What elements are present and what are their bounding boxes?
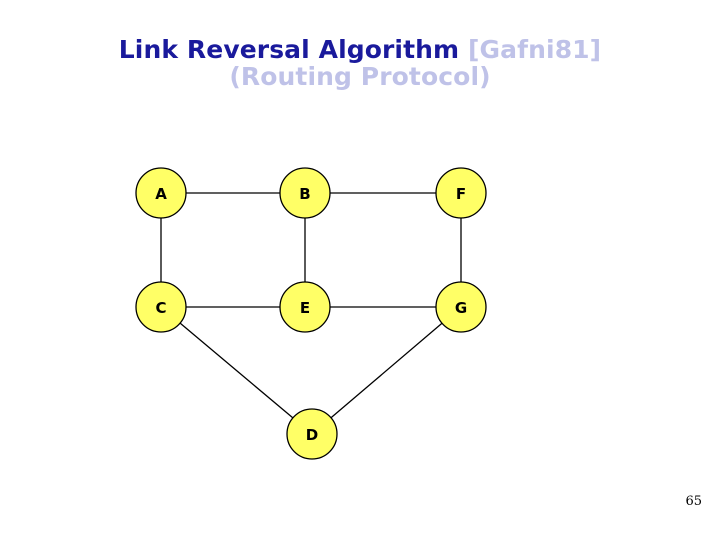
node-circle-f[interactable] (435, 167, 487, 219)
edge-layer (160, 192, 462, 420)
node-label-a: A (155, 185, 167, 203)
node-layer: A B F C E G D (135, 167, 487, 460)
slide-title: Link Reversal Algorithm [Gafni81] (Routi… (0, 36, 720, 90)
node-circle-c[interactable] (135, 281, 187, 333)
node-circle-a[interactable] (135, 167, 187, 219)
node-label-g: G (455, 299, 467, 317)
node-circle-b[interactable] (279, 167, 331, 219)
title-line-1: Link Reversal Algorithm [Gafni81] (0, 36, 720, 63)
graph-node-c[interactable]: C (135, 281, 187, 333)
node-label-d: D (306, 426, 318, 444)
node-label-b: B (299, 185, 310, 203)
graph-node-f[interactable]: F (435, 167, 487, 219)
graph-node-e[interactable]: E (279, 281, 331, 333)
graph-node-a[interactable]: A (135, 167, 187, 219)
page-subtitle: (Routing Protocol) (229, 62, 491, 91)
page-title: Link Reversal Algorithm (118, 35, 460, 64)
title-line-2: (Routing Protocol) (0, 63, 720, 90)
node-label-c: C (155, 299, 166, 317)
node-label-f: F (456, 185, 466, 203)
node-label-e: E (300, 299, 310, 317)
graph-node-b[interactable]: B (279, 167, 331, 219)
graph-edge-c-d (178, 321, 295, 420)
node-circle-e[interactable] (279, 281, 331, 333)
node-circle-d[interactable] (286, 408, 338, 460)
graph-edge-g-d (329, 322, 444, 419)
node-circle-g[interactable] (435, 281, 487, 333)
page-number: 65 (685, 494, 702, 509)
graph-node-d[interactable]: D (286, 408, 338, 460)
title-citation: [Gafni81] (468, 35, 602, 64)
graph-node-g[interactable]: G (435, 281, 487, 333)
